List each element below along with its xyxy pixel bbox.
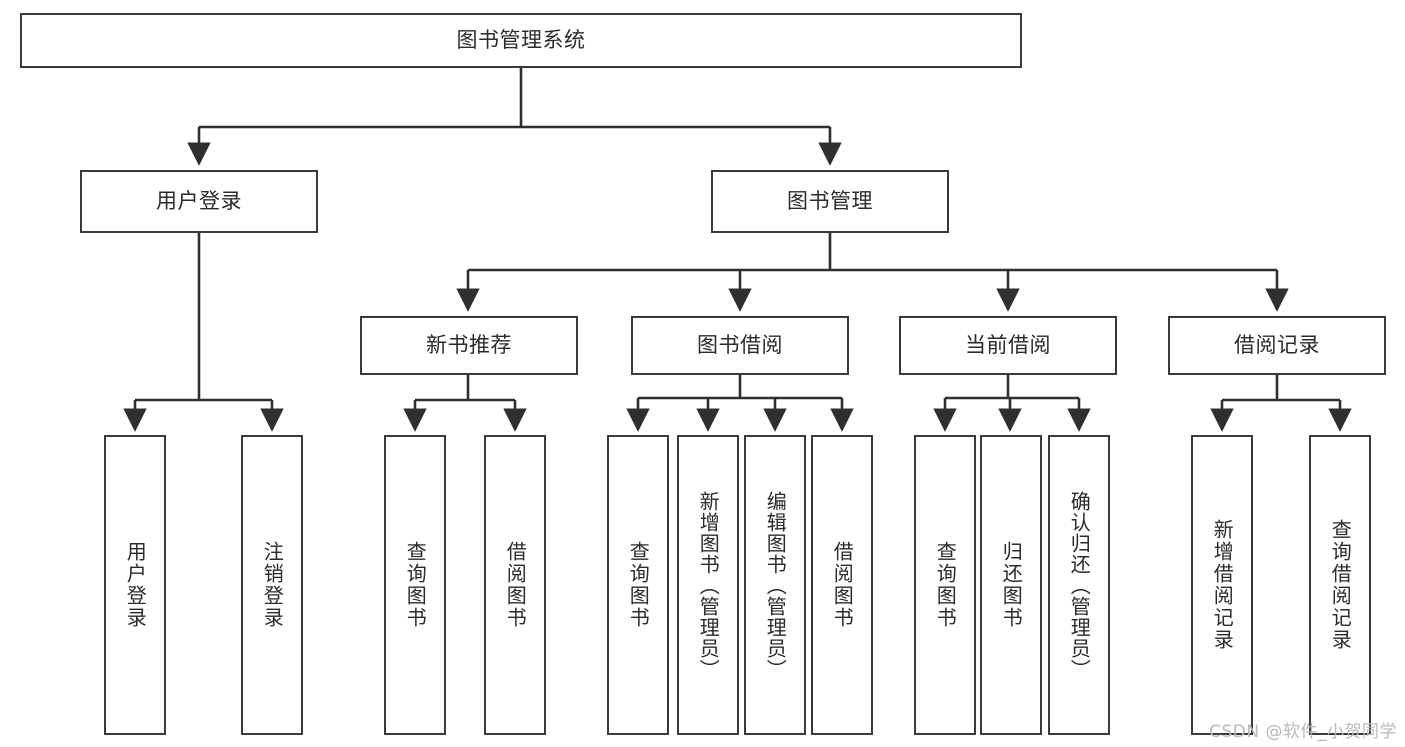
- node-leaf-query-book-3[interactable]: 查询图书: [914, 435, 976, 735]
- node-leaf-query-record[interactable]: 查询借阅记录: [1309, 435, 1371, 735]
- node-leaf-return-book[interactable]: 归还图书: [980, 435, 1042, 735]
- node-leaf-edit-book[interactable]: 编辑图书（管理员）: [744, 435, 806, 735]
- csdn-watermark: CSDN @软件_小贺同学: [1209, 722, 1397, 742]
- node-user-login-label: 用户登录: [156, 189, 242, 214]
- node-leaf-add-book-label: 新增图书（管理员）: [696, 490, 721, 680]
- node-leaf-logout-login[interactable]: 注销登录: [241, 435, 303, 735]
- node-leaf-user-login-label: 用户登录: [123, 541, 148, 629]
- node-root-label: 图书管理系统: [456, 28, 586, 53]
- node-book-borrow-label: 图书借阅: [697, 333, 783, 358]
- node-leaf-query-book-2-label: 查询图书: [626, 541, 651, 629]
- node-leaf-add-record[interactable]: 新增借阅记录: [1191, 435, 1253, 735]
- node-new-book-recommend-label: 新书推荐: [426, 333, 512, 358]
- node-book-manage-label: 图书管理: [787, 189, 873, 214]
- node-leaf-logout-login-label: 注销登录: [260, 541, 285, 629]
- node-leaf-query-book-3-label: 查询图书: [933, 541, 958, 629]
- node-leaf-add-record-label: 新增借阅记录: [1210, 519, 1235, 651]
- node-leaf-edit-book-label: 编辑图书（管理员）: [763, 490, 788, 680]
- node-leaf-add-book[interactable]: 新增图书（管理员）: [677, 435, 739, 735]
- node-borrow-record-label: 借阅记录: [1234, 333, 1320, 358]
- node-leaf-confirm-return-label: 确认归还（管理员）: [1067, 490, 1092, 680]
- node-user-login[interactable]: 用户登录: [80, 170, 318, 233]
- node-root[interactable]: 图书管理系统: [20, 13, 1022, 68]
- node-leaf-user-login[interactable]: 用户登录: [104, 435, 166, 735]
- node-leaf-query-book-2[interactable]: 查询图书: [607, 435, 669, 735]
- node-book-borrow[interactable]: 图书借阅: [631, 316, 849, 375]
- node-leaf-query-record-label: 查询借阅记录: [1328, 519, 1353, 651]
- node-leaf-query-book-1[interactable]: 查询图书: [384, 435, 446, 735]
- node-new-book-recommend[interactable]: 新书推荐: [360, 316, 578, 375]
- node-leaf-borrow-book-1[interactable]: 借阅图书: [484, 435, 546, 735]
- node-leaf-borrow-book-2-label: 借阅图书: [830, 541, 855, 629]
- node-current-borrow[interactable]: 当前借阅: [899, 316, 1117, 375]
- node-leaf-borrow-book-2[interactable]: 借阅图书: [811, 435, 873, 735]
- node-current-borrow-label: 当前借阅: [965, 333, 1051, 358]
- node-borrow-record[interactable]: 借阅记录: [1168, 316, 1386, 375]
- node-leaf-borrow-book-1-label: 借阅图书: [503, 541, 528, 629]
- node-leaf-confirm-return[interactable]: 确认归还（管理员）: [1048, 435, 1110, 735]
- node-leaf-query-book-1-label: 查询图书: [403, 541, 428, 629]
- node-book-manage[interactable]: 图书管理: [711, 170, 949, 233]
- node-leaf-return-book-label: 归还图书: [999, 541, 1024, 629]
